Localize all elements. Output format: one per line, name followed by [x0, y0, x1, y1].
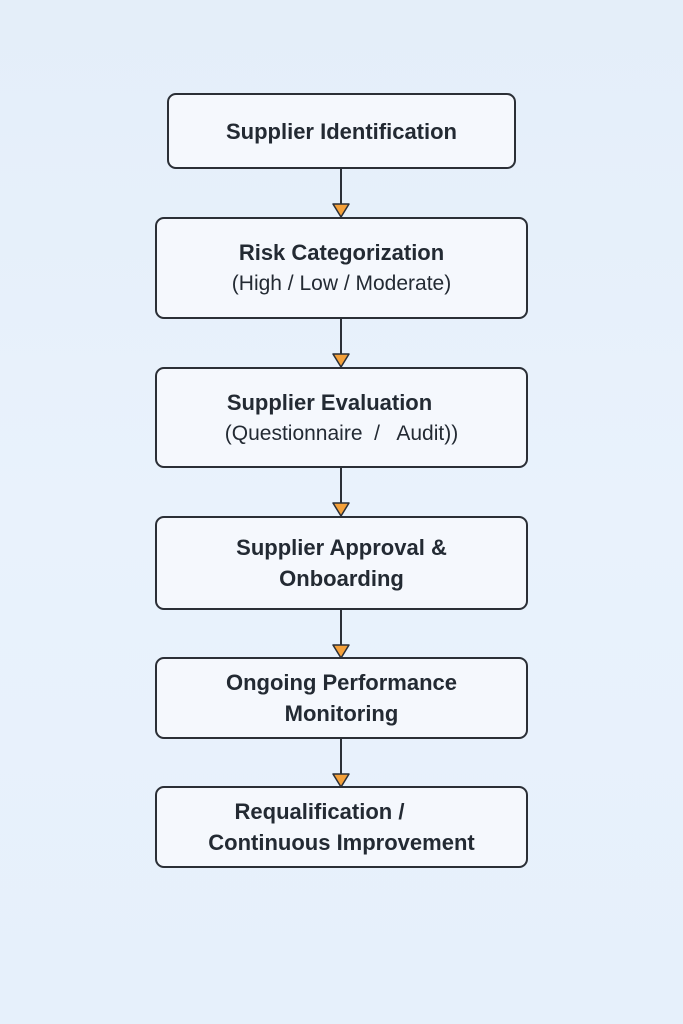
step-title: Ongoing Performance [225, 670, 458, 695]
connector-line [340, 610, 342, 645]
connector-line [340, 169, 342, 204]
arrow-down-icon [332, 502, 350, 517]
step-title: Supplier Approval & [236, 535, 447, 560]
connector-line [340, 739, 342, 775]
step-supplier-approval-onboarding: Supplier Approval & Onboarding [155, 516, 528, 610]
step-supplier-evaluation: Supplier Evaluation (Questionnaire / Aud… [155, 367, 528, 468]
connector-line [340, 319, 342, 354]
step-title-line2: Monitoring [284, 701, 399, 726]
connector-line [340, 468, 342, 503]
step-title-line2: Continuous Improvement [208, 830, 475, 855]
step-risk-categorization: Risk Categorization (High / Low / Modera… [155, 217, 528, 319]
arrow-down-icon [332, 644, 350, 659]
step-title: Risk Categorization [238, 240, 445, 265]
arrow-down-icon [332, 353, 350, 368]
step-title: Supplier Evaluation [226, 389, 433, 415]
arrow-down-icon [332, 203, 350, 218]
step-subtitle: (Questionnaire / Audit)) [224, 421, 459, 445]
step-supplier-identification: Supplier Identification [167, 93, 516, 169]
step-subtitle: (High / Low / Moderate) [231, 272, 452, 295]
step-title-line2: Onboarding [279, 566, 404, 591]
step-requalification-continuous-improvement: Requalification / Continuous Improvement [155, 786, 528, 868]
step-title: Requalification / [234, 799, 405, 824]
step-ongoing-performance-monitoring: Ongoing Performance Monitoring [155, 657, 528, 739]
step-title: Supplier Identification [225, 118, 457, 144]
arrow-down-icon [332, 773, 350, 788]
